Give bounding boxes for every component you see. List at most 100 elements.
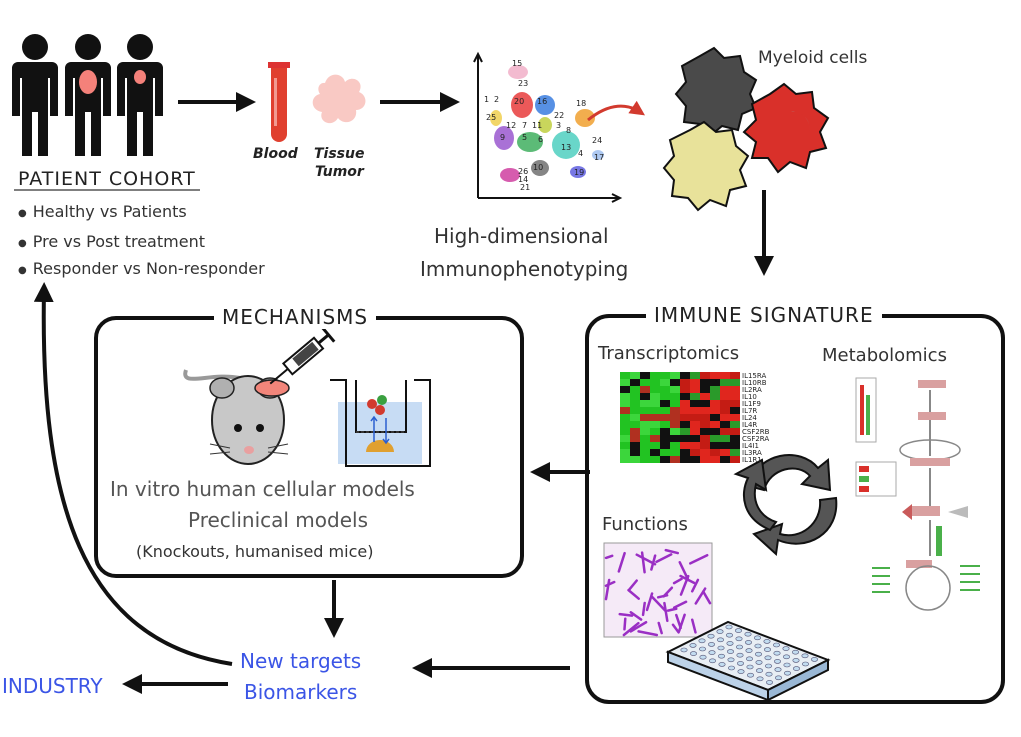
plate-well bbox=[746, 672, 754, 678]
heatmap-cell bbox=[660, 379, 670, 386]
svg-text:4: 4 bbox=[578, 149, 583, 158]
heatmap-cell bbox=[720, 428, 730, 435]
functions-stain-image bbox=[603, 542, 713, 638]
plate-well bbox=[680, 647, 688, 653]
heatmap-cell bbox=[640, 379, 650, 386]
heatmap-cell bbox=[680, 407, 690, 414]
myeloid-cells bbox=[662, 46, 830, 212]
heatmap-cell bbox=[660, 414, 670, 421]
heatmap-cell bbox=[620, 435, 630, 442]
gene-label: CSF2RA bbox=[742, 435, 770, 443]
plate-well bbox=[764, 663, 772, 669]
heatmap-cell bbox=[660, 435, 670, 442]
heatmap-cell bbox=[700, 456, 710, 463]
heatmap-cell bbox=[730, 414, 740, 421]
heatmap-cell bbox=[700, 449, 710, 456]
heatmap-cell bbox=[720, 442, 730, 449]
mouse-icon bbox=[183, 369, 290, 465]
heatmap-cell bbox=[700, 428, 710, 435]
heatmap-cell bbox=[700, 435, 710, 442]
heatmap bbox=[620, 372, 740, 463]
heatmap-cell bbox=[670, 428, 680, 435]
stained-cell bbox=[664, 548, 680, 555]
heatmap-cell bbox=[720, 400, 730, 407]
heatmap-cell bbox=[680, 393, 690, 400]
heatmap-cell bbox=[640, 449, 650, 456]
plate-well bbox=[745, 656, 753, 662]
stained-cell bbox=[671, 623, 680, 634]
plate-well bbox=[755, 660, 763, 665]
heatmap-cell bbox=[630, 407, 640, 414]
plate-well bbox=[744, 640, 752, 645]
svg-text:22: 22 bbox=[554, 111, 564, 120]
metabolic-pathway-map bbox=[855, 377, 980, 611]
stained-cell bbox=[651, 595, 668, 613]
heatmap-cell bbox=[710, 428, 720, 435]
heatmap-cell bbox=[690, 442, 700, 449]
heatmap-cell bbox=[690, 386, 700, 393]
heatmap-cell bbox=[650, 442, 660, 449]
heatmap-cell bbox=[660, 393, 670, 400]
plate-well bbox=[727, 665, 735, 671]
plate-well bbox=[773, 659, 781, 664]
heatmap-cell bbox=[730, 435, 740, 442]
heatmap-cell bbox=[680, 456, 690, 463]
svg-text:3: 3 bbox=[556, 121, 561, 130]
heatmap-cell bbox=[620, 386, 630, 393]
heatmap-cell bbox=[730, 456, 740, 463]
industry-label: INDUSTRY bbox=[2, 674, 103, 698]
heatmap-cell bbox=[730, 428, 740, 435]
plate-well bbox=[716, 629, 724, 634]
heatmap-cell bbox=[690, 372, 700, 379]
heatmap-cell bbox=[710, 414, 720, 421]
heatmap-cell bbox=[680, 400, 690, 407]
heatmap-cell bbox=[620, 456, 630, 463]
heatmap-cell bbox=[660, 442, 670, 449]
heatmap-cell bbox=[710, 435, 720, 442]
plate-well bbox=[754, 643, 762, 649]
stained-cell bbox=[702, 590, 712, 605]
plate-well bbox=[708, 658, 716, 664]
heatmap-cell bbox=[640, 407, 650, 414]
plate-well bbox=[763, 639, 771, 644]
heatmap-cell bbox=[670, 442, 680, 449]
functions-label: Functions bbox=[602, 514, 688, 535]
heatmap-cell bbox=[650, 421, 660, 428]
heatmap-cell bbox=[700, 379, 710, 386]
heatmap-cell bbox=[710, 400, 720, 407]
stained-cell bbox=[641, 601, 646, 617]
mechanisms-line3: (Knockouts, humanised mice) bbox=[136, 542, 374, 561]
heatmap-cell bbox=[720, 421, 730, 428]
heatmap-cell bbox=[660, 449, 670, 456]
svg-text:26: 26 bbox=[518, 167, 528, 176]
heatmap-cell bbox=[730, 393, 740, 400]
plate-well bbox=[736, 652, 744, 658]
heatmap-cell bbox=[650, 372, 660, 379]
myeloid-cell-red bbox=[742, 82, 830, 174]
heatmap-cell bbox=[690, 449, 700, 456]
plate-well bbox=[782, 646, 790, 651]
plate-well bbox=[727, 657, 735, 663]
svg-text:20: 20 bbox=[514, 97, 524, 106]
svg-text:8: 8 bbox=[566, 126, 571, 135]
heatmap-cell bbox=[620, 400, 630, 407]
stained-cell bbox=[623, 617, 627, 631]
plate-well bbox=[754, 651, 762, 657]
transwell-icon bbox=[330, 379, 431, 467]
heatmap-cell bbox=[660, 400, 670, 407]
stained-cell bbox=[635, 553, 657, 566]
cohort-item: Pre vs Post treatment bbox=[18, 232, 205, 251]
biomarkers-label: Biomarkers bbox=[244, 680, 358, 704]
cohort-item: Healthy vs Patients bbox=[18, 202, 187, 221]
heatmap-cell bbox=[730, 400, 740, 407]
heatmap-cell bbox=[670, 449, 680, 456]
heatmap-cell bbox=[630, 442, 640, 449]
heatmap-cell bbox=[670, 435, 680, 442]
svg-text:23: 23 bbox=[518, 79, 528, 88]
heatmap-cell bbox=[730, 421, 740, 428]
heatmap-cell bbox=[620, 414, 630, 421]
heatmap-cell bbox=[730, 379, 740, 386]
heatmap-cell bbox=[680, 442, 690, 449]
heatmap-cell bbox=[670, 386, 680, 393]
heatmap-cell bbox=[650, 407, 660, 414]
